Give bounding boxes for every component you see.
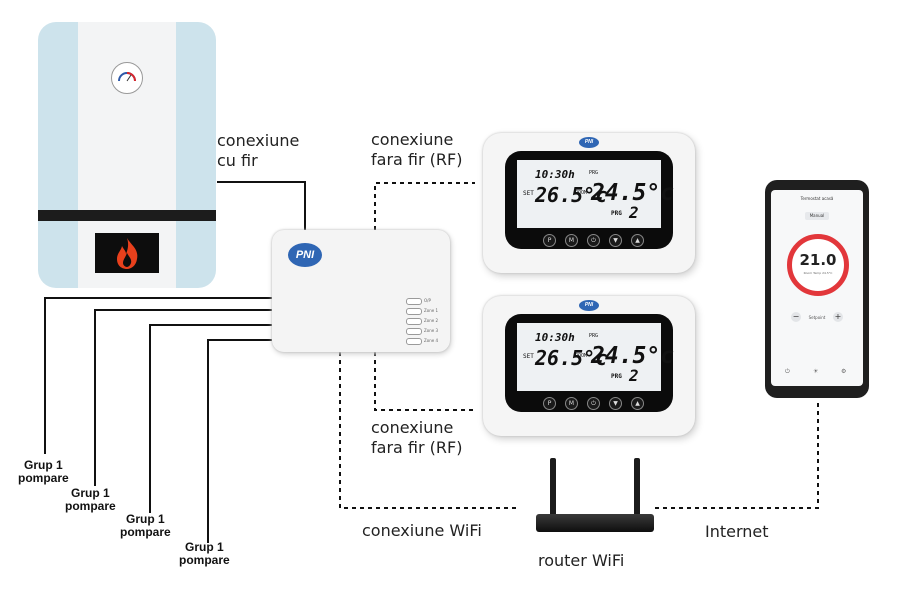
thermostat-screen: 10:30h SET 26.5°c ROOM PRG 24.5°c PRG 2 … bbox=[505, 314, 674, 412]
hub-led-zone4 bbox=[406, 338, 422, 345]
down-button[interactable]: ▼ bbox=[609, 234, 622, 247]
power-button[interactable]: ⏻ bbox=[587, 397, 600, 410]
pni-logo: PNI bbox=[579, 300, 599, 311]
lcd-set-label: SET bbox=[523, 190, 534, 197]
thermostat-lcd: 10:30h SET 26.5°c ROOM PRG 24.5°c PRG 2 bbox=[517, 160, 674, 228]
lcd-set-temp: 26.5°c bbox=[535, 346, 608, 370]
mode-icon[interactable]: ☀ bbox=[813, 368, 819, 375]
hub-led-op bbox=[406, 298, 422, 305]
hub-led-label: Zone 4 bbox=[424, 338, 438, 343]
down-button[interactable]: ▼ bbox=[609, 397, 622, 410]
boiler-band bbox=[38, 210, 216, 221]
temperature-subtext: Room Temp 24.5°C bbox=[803, 271, 833, 275]
hub-led-label: Zone 2 bbox=[424, 318, 438, 323]
thermostat-top: PNI 10:30h SET 26.5°c ROOM PRG 24.5°c PR… bbox=[483, 133, 695, 273]
rf-link-top bbox=[374, 182, 475, 230]
program-button[interactable]: P bbox=[543, 234, 556, 247]
pump-line-3 bbox=[149, 324, 272, 513]
lcd-time: 10:30h bbox=[535, 168, 575, 181]
hub-led-zone2 bbox=[406, 318, 422, 325]
lcd-room-temp: 24.5°c bbox=[591, 343, 675, 369]
increase-button[interactable]: + bbox=[833, 312, 843, 322]
up-button[interactable]: ▲ bbox=[631, 397, 644, 410]
boiler-fire-window bbox=[95, 233, 159, 273]
rf-connection-label-bottom: conexiune fara fir (RF) bbox=[371, 418, 463, 457]
power-icon[interactable]: ⏻ bbox=[785, 368, 790, 375]
pump-group-label-1: Grup 1 pompare bbox=[18, 458, 69, 485]
pni-logo: PNI bbox=[288, 243, 322, 267]
settings-icon[interactable]: ⚙ bbox=[841, 368, 847, 375]
lcd-room-label: ROOM bbox=[575, 190, 588, 196]
temperature-dial[interactable]: 21.0 Room Temp 24.5°C bbox=[787, 234, 849, 296]
mode-button[interactable]: Manual bbox=[805, 212, 829, 220]
lcd-prg-label: PRG bbox=[589, 333, 599, 339]
lcd-room-temp: 24.5°c bbox=[591, 180, 675, 206]
app-title: Termostat acasă bbox=[800, 196, 834, 201]
hub-led-zone1 bbox=[406, 308, 422, 315]
pump-group-label-2: Grup 1 pompare bbox=[65, 486, 116, 513]
pump-line-2 bbox=[94, 309, 272, 486]
thermostat-receiver-hub: PNI O/P Zone 1 Zone 2 Zone 3 Zone 4 bbox=[272, 230, 450, 352]
router-antenna-left bbox=[550, 458, 556, 518]
phone-screen: Termostat acasă Manual 21.0 Room Temp 24… bbox=[771, 190, 863, 386]
thermostat-screen: 10:30h SET 26.5°c ROOM PRG 24.5°c PRG 2 … bbox=[505, 151, 674, 249]
pump-group-label-4: Grup 1 pompare bbox=[179, 540, 230, 567]
boiler bbox=[38, 22, 216, 288]
program-button[interactable]: P bbox=[543, 397, 556, 410]
internet-label: Internet bbox=[705, 522, 769, 541]
mode-button[interactable]: M bbox=[565, 397, 578, 410]
wired-link-boiler-hub bbox=[217, 181, 306, 230]
lcd-prg-label: PRG bbox=[589, 170, 599, 176]
lcd-program-value: 2 bbox=[629, 203, 639, 222]
setpoint-label: Setpoint bbox=[808, 315, 826, 320]
wifi-connection-label: conexiune WiFi bbox=[362, 521, 482, 540]
wifi-router bbox=[536, 514, 654, 532]
hub-led-label: Zone 1 bbox=[424, 308, 438, 313]
temperature-value: 21.0 bbox=[799, 251, 837, 269]
pump-line-4 bbox=[207, 339, 272, 543]
wired-connection-label: conexiune cu fir bbox=[217, 131, 300, 170]
router-label: router WiFi bbox=[538, 551, 625, 570]
mode-button[interactable]: M bbox=[565, 234, 578, 247]
lcd-program-label: PRG bbox=[611, 373, 622, 380]
thermostat-bottom: PNI 10:30h SET 26.5°c ROOM PRG 24.5°c PR… bbox=[483, 296, 695, 436]
decrease-button[interactable]: − bbox=[791, 312, 801, 322]
pni-logo: PNI bbox=[579, 137, 599, 148]
wifi-link bbox=[339, 352, 520, 509]
router-antenna-right bbox=[634, 458, 640, 518]
internet-link bbox=[655, 400, 819, 509]
up-button[interactable]: ▲ bbox=[631, 234, 644, 247]
pump-line-1 bbox=[44, 297, 272, 454]
smartphone: Termostat acasă Manual 21.0 Room Temp 24… bbox=[765, 180, 869, 398]
gauge-icon bbox=[111, 62, 143, 94]
rf-link-bottom bbox=[374, 352, 475, 411]
lcd-set-label: SET bbox=[523, 353, 534, 360]
flame-icon bbox=[117, 238, 138, 269]
thermostat-lcd: 10:30h SET 26.5°c ROOM PRG 24.5°c PRG 2 bbox=[517, 323, 674, 391]
hub-led-zone3 bbox=[406, 328, 422, 335]
lcd-program-value: 2 bbox=[629, 366, 639, 385]
lcd-time: 10:30h bbox=[535, 331, 575, 344]
lcd-set-temp: 26.5°c bbox=[535, 183, 608, 207]
pump-group-label-3: Grup 1 pompare bbox=[120, 512, 171, 539]
hub-led-label: O/P bbox=[424, 298, 431, 303]
lcd-program-label: PRG bbox=[611, 210, 622, 217]
rf-connection-label-top: conexiune fara fir (RF) bbox=[371, 130, 463, 169]
lcd-room-label: ROOM bbox=[575, 353, 588, 359]
hub-led-label: Zone 3 bbox=[424, 328, 438, 333]
power-button[interactable]: ⏻ bbox=[587, 234, 600, 247]
